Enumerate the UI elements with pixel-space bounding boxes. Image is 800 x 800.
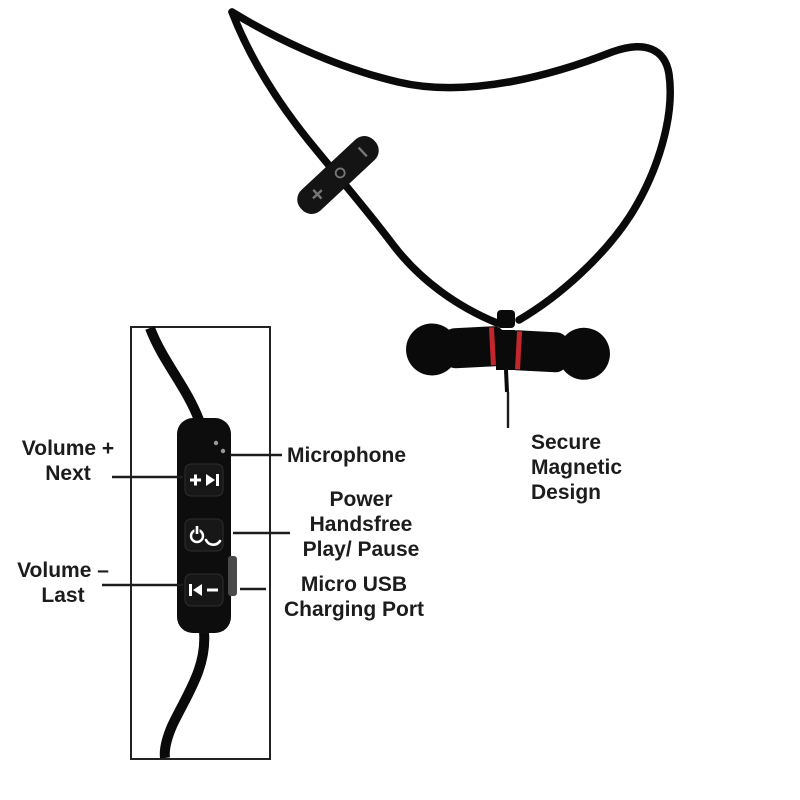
callout-magnetic-line1: Secure (531, 431, 602, 454)
handset-icon (204, 538, 222, 546)
module-plus-icon-v (312, 189, 323, 200)
callout-magnetic: Secure Magnetic Design (531, 430, 661, 505)
module-next-icon (357, 146, 368, 158)
callout-usb-line1: Micro USB (300, 573, 408, 596)
micro-usb-port (228, 556, 237, 596)
callout-magnetic-line2: Magnetic (531, 456, 623, 479)
callout-microphone: Microphone (287, 443, 437, 468)
callout-microphone-line1: Microphone (287, 444, 406, 467)
callout-volume-last-line1: Volume – (17, 559, 109, 582)
next-track-icon (206, 474, 215, 486)
callout-power: Power Handsfree Play/ Pause (288, 487, 434, 562)
neckband-cable (228, 8, 674, 327)
right-magnetic-ring (515, 331, 523, 370)
callout-volume-last: Volume – Last (8, 558, 118, 608)
power-icon-bar (195, 526, 199, 534)
callout-lines (102, 392, 510, 591)
earbud-strap (504, 369, 509, 393)
earbuds (406, 310, 610, 393)
callout-volume-next-line1: Volume + (21, 437, 115, 460)
cable-top-right-strand (228, 8, 674, 324)
callout-power-line1: Power (329, 488, 393, 511)
module-power-icon (334, 167, 346, 179)
prev-track-icon-bar (189, 584, 192, 596)
plus-icon-v (194, 474, 197, 486)
volume-up-next-button (184, 463, 224, 497)
microphone-dot-icon (220, 448, 226, 454)
left-magnetic-ring (488, 327, 496, 366)
callout-power-line3: Play/ Pause (302, 538, 420, 561)
callout-usb-line2: Charging Port (284, 598, 424, 621)
module-icons (312, 146, 368, 200)
volume-down-last-button (184, 573, 224, 607)
detail-box (130, 326, 271, 760)
cable-yoke (497, 310, 515, 328)
left-earbud (406, 323, 507, 376)
callout-volume-last-line2: Last (41, 584, 85, 607)
detail-cable-top (145, 326, 204, 422)
callout-volume-next-line2: Next (45, 462, 91, 485)
callout-power-line2: Handsfree (309, 513, 413, 536)
cable-left-strand (228, 8, 501, 327)
minus-icon (207, 588, 218, 592)
callout-usb: Micro USB Charging Port (268, 572, 440, 622)
callout-magnetic-line3: Design (531, 481, 602, 504)
power-handsfree-button (184, 518, 224, 552)
inline-remote-module (297, 136, 379, 214)
right-ear-tip (557, 327, 610, 380)
magnetic-clasp (496, 330, 515, 370)
detail-cable-bottom (159, 631, 210, 759)
next-track-icon-bar (216, 474, 219, 486)
right-earbud (504, 327, 610, 380)
callout-volume-next: Volume + Next (12, 436, 124, 486)
prev-track-icon (193, 584, 202, 596)
microphone-dot-icon (213, 440, 219, 446)
